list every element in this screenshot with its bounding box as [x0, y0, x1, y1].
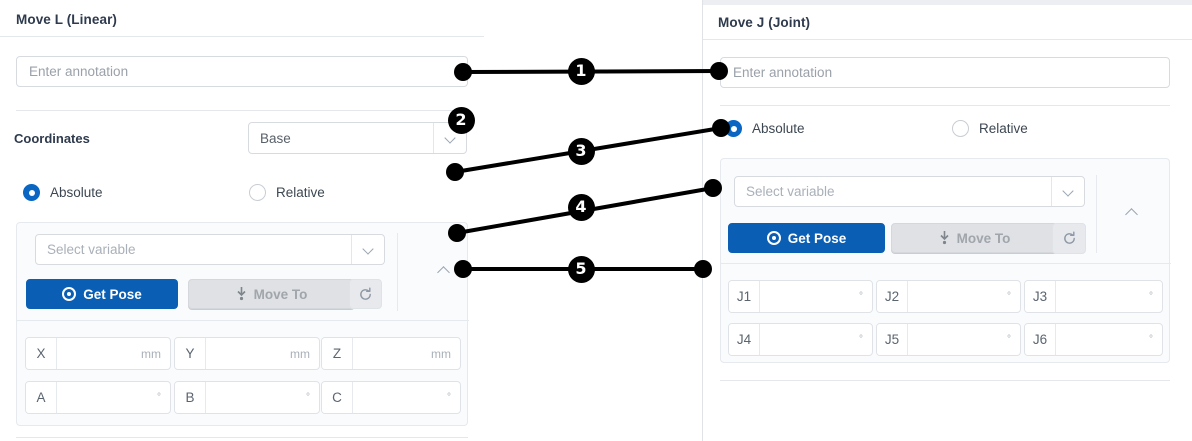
move-j-bottom-divider	[720, 380, 1170, 381]
radio-absolute-indicator-left	[23, 184, 40, 201]
radio-relative-indicator-right	[952, 120, 969, 137]
pose-field-b-unit: °	[306, 392, 310, 403]
move-j-pose-card: Select variable Get Pose Move To J1	[720, 158, 1171, 363]
annotation-input-left[interactable]: Enter annotation	[16, 56, 468, 87]
coordinates-label: Coordinates	[14, 131, 90, 146]
move-l-section-divider	[16, 110, 468, 111]
pose-field-x[interactable]: X mm	[25, 337, 171, 370]
move-j-title: Move J (Joint)	[718, 15, 811, 30]
joint-field-j6[interactable]: J6 °	[1024, 323, 1163, 356]
get-pose-button-left[interactable]: Get Pose	[26, 279, 178, 309]
panel-top-strip	[703, 0, 1192, 5]
get-pose-button-right[interactable]: Get Pose	[728, 223, 885, 253]
mode-radio-absolute-left[interactable]: Absolute	[23, 184, 103, 201]
joint-field-j1[interactable]: J1 °	[728, 280, 873, 313]
mode-radio-relative-right[interactable]: Relative	[952, 120, 1028, 137]
joint-field-j1-key: J1	[729, 281, 760, 312]
card-divider-right	[721, 263, 1171, 264]
target-icon	[62, 287, 77, 301]
pose-field-z-key: Z	[322, 338, 353, 369]
variable-select-placeholder-right: Select variable	[746, 184, 835, 199]
move-l-title: Move L (Linear)	[16, 12, 118, 27]
move-down-icon	[940, 231, 949, 245]
pose-field-y-unit: mm	[290, 346, 310, 361]
annotation-badge-5: 5	[567, 255, 595, 283]
pose-field-a-unit: °	[157, 392, 161, 403]
joint-field-j1-unit: °	[859, 291, 863, 302]
move-j-section-divider	[720, 105, 1170, 106]
card-vertical-divider-right	[1096, 175, 1097, 253]
pose-field-x-key: X	[26, 338, 57, 369]
target-icon	[766, 231, 781, 245]
joint-field-j3-key: J3	[1025, 281, 1056, 312]
radio-absolute-label-right: Absolute	[752, 121, 805, 136]
radio-relative-indicator-left	[249, 184, 266, 201]
connector-line-4	[456, 186, 714, 235]
move-down-icon	[237, 287, 246, 301]
joint-field-j5-key: J5	[877, 324, 908, 355]
joint-field-j3-unit: °	[1149, 291, 1153, 302]
move-l-pose-card: Select variable Get Pose Move To	[16, 222, 469, 426]
pose-field-y[interactable]: Y mm	[174, 337, 320, 370]
joint-field-j6-unit: °	[1149, 334, 1153, 345]
mode-radio-absolute-right[interactable]: Absolute	[725, 120, 805, 137]
pose-field-x-unit: mm	[141, 346, 161, 361]
move-to-label-right: Move To	[956, 230, 1011, 246]
joint-field-j6-key: J6	[1025, 324, 1056, 355]
joint-field-j4-key: J4	[729, 324, 760, 355]
move-to-label-left: Move To	[253, 286, 308, 302]
coordinates-select[interactable]: Base	[248, 122, 467, 154]
annotation-badge-1: 1	[567, 57, 595, 85]
refresh-button-left[interactable]	[349, 279, 382, 309]
card-divider-left	[17, 320, 469, 321]
variable-select-placeholder-left: Select variable	[47, 242, 136, 257]
move-l-header-divider	[0, 36, 484, 37]
radio-relative-label-left: Relative	[276, 185, 325, 200]
pose-field-c-unit: °	[447, 392, 451, 403]
chevron-down-icon	[351, 235, 384, 264]
move-l-panel: Move L (Linear) Enter annotation Coordin…	[0, 0, 484, 441]
connector-line-3	[454, 126, 722, 174]
move-j-header-divider	[703, 39, 1192, 40]
joint-field-j2[interactable]: J2 °	[876, 280, 1021, 313]
pose-field-z-unit: mm	[431, 346, 451, 361]
pose-field-c[interactable]: C °	[321, 381, 461, 414]
get-pose-label-right: Get Pose	[787, 230, 847, 246]
pose-field-z[interactable]: Z mm	[321, 337, 461, 370]
joint-field-j2-unit: °	[1007, 291, 1011, 302]
pose-field-a-key: A	[26, 382, 57, 413]
variable-select-right[interactable]: Select variable	[734, 176, 1085, 207]
refresh-icon	[1063, 231, 1075, 244]
joint-field-j5-unit: °	[1007, 334, 1011, 345]
pose-field-c-key: C	[322, 382, 353, 413]
chevron-down-icon	[433, 123, 466, 153]
pose-field-a[interactable]: A °	[25, 381, 171, 414]
get-pose-label-left: Get Pose	[83, 286, 142, 302]
joint-field-j3[interactable]: J3 °	[1024, 280, 1163, 313]
coordinates-select-value: Base	[260, 130, 291, 146]
refresh-button-right[interactable]	[1052, 223, 1086, 254]
pose-field-y-key: Y	[175, 338, 206, 369]
joint-field-j5[interactable]: J5 °	[876, 323, 1021, 356]
radio-relative-label-right: Relative	[979, 121, 1028, 136]
move-to-button-left: Move To	[188, 279, 355, 309]
connector-line-1	[462, 69, 720, 74]
joint-field-j2-key: J2	[877, 281, 908, 312]
pose-field-b-key: B	[175, 382, 206, 413]
joint-field-j4[interactable]: J4 °	[728, 323, 873, 356]
move-to-button-right: Move To	[891, 223, 1058, 253]
move-l-bottom-divider	[16, 437, 468, 438]
annotation-input-right[interactable]: Enter annotation	[720, 57, 1170, 88]
chevron-down-icon	[1051, 177, 1084, 206]
annotation-badge-4: 4	[567, 193, 595, 221]
radio-absolute-label-left: Absolute	[50, 185, 103, 200]
annotation-badge-3: 3	[567, 137, 595, 165]
joint-field-j4-unit: °	[859, 334, 863, 345]
mode-radio-relative-left[interactable]: Relative	[249, 184, 325, 201]
card-vertical-divider-left	[397, 233, 398, 311]
pose-field-b[interactable]: B °	[174, 381, 320, 414]
radio-absolute-indicator-right	[725, 120, 742, 137]
refresh-icon	[360, 287, 371, 300]
variable-select-left[interactable]: Select variable	[35, 234, 385, 265]
